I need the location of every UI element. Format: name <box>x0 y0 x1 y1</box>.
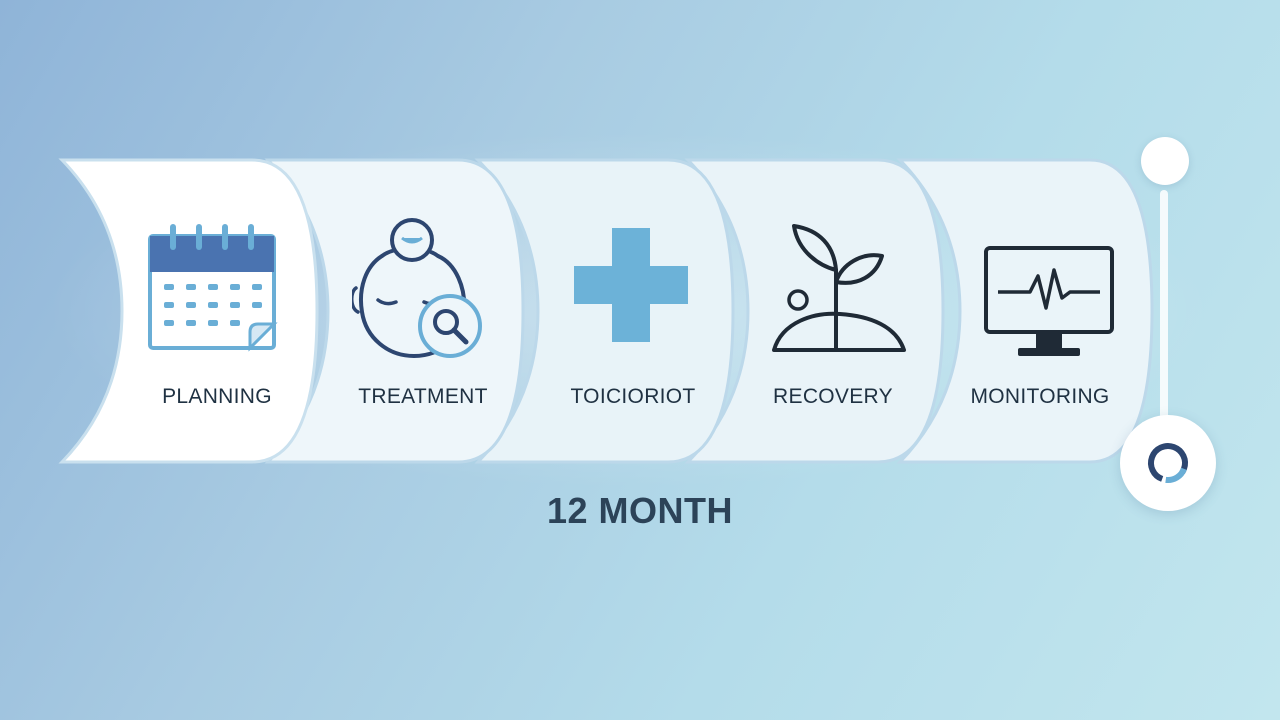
timeline-start-node <box>1141 137 1189 185</box>
card-shape <box>264 158 525 464</box>
medical-cross-icon <box>574 228 688 342</box>
stage-label-planning: PLANNING <box>162 385 272 408</box>
stage-card-recovery: RECOVERY <box>684 158 958 464</box>
timeline-end-node <box>1120 415 1216 511</box>
stage-card-planning: PLANNING <box>58 158 332 464</box>
timeline-duration: 12 MONTH <box>546 490 734 531</box>
stage-label-toiciorot: TOICIORIOT <box>570 385 696 408</box>
card-shape <box>896 158 1154 464</box>
heart-monitor-icon <box>984 246 1114 356</box>
ring-icon <box>1148 443 1188 483</box>
stage-label-recovery: RECOVERY <box>773 385 893 408</box>
card-shape <box>474 158 735 464</box>
stage-label-monitoring: MONITORING <box>970 385 1110 408</box>
stage-label-treatment: TREATMENT <box>358 385 488 408</box>
sprout-icon <box>772 224 906 352</box>
patient-search-icon <box>352 218 482 359</box>
calendar-icon <box>148 224 278 352</box>
stage-card-treatment: TREATMENT <box>264 158 538 464</box>
stage-card-toiciorot: TOICIORIOT <box>474 158 748 464</box>
card-shape <box>684 158 945 464</box>
stage-card-monitoring: MONITORING <box>896 158 1160 464</box>
timeline-connector-line <box>1160 190 1168 430</box>
